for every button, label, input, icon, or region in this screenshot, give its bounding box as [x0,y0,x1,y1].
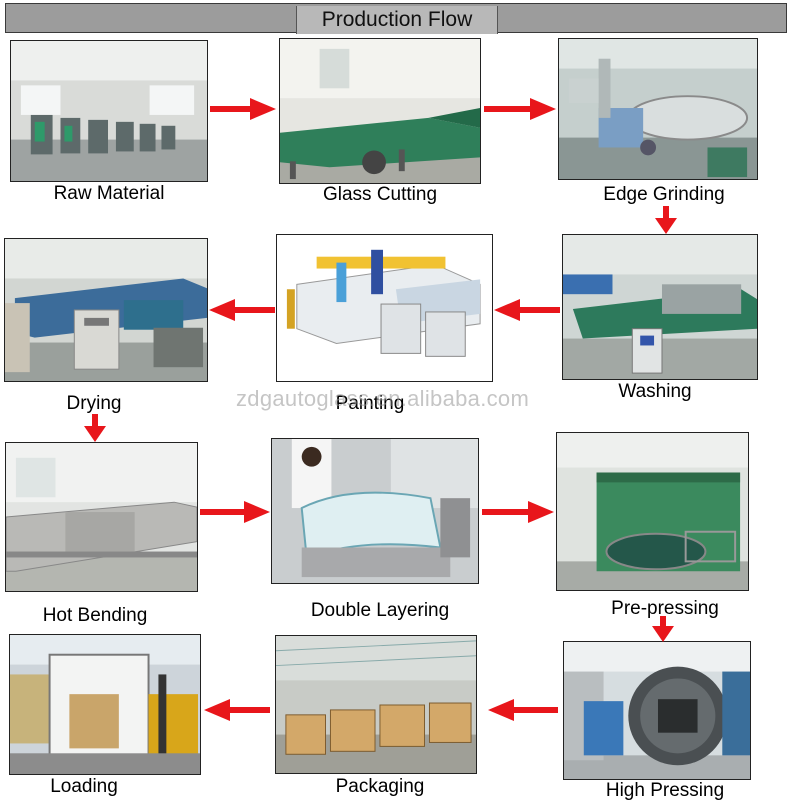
arrow-left-4 [204,699,270,721]
photo-raw-material [10,40,208,182]
diagram-title: Production Flow [296,6,498,34]
arrow-right-3 [200,501,270,523]
arrow-left-2 [209,299,275,321]
photo-washing [562,234,758,380]
arrow-down-2 [84,414,106,442]
step-label-double-layering: Double Layering [310,600,450,621]
arrow-down-1 [655,206,677,234]
step-label-raw-material: Raw Material [53,183,165,204]
step-label-washing: Washing [618,381,692,402]
step-label-glass-cutting: Glass Cutting [322,184,438,205]
step-label-drying: Drying [66,393,122,414]
arrow-left-1 [494,299,560,321]
watermark: zdgautoglass.en.alibaba.com [236,386,530,411]
photo-glass-cutting [279,38,481,184]
step-label-packaging: Packaging [335,776,425,797]
photo-loading [9,634,201,775]
photo-high-pressing [563,641,751,780]
arrow-right-2 [484,98,556,120]
step-label-painting: Painting [335,393,405,414]
photo-drying [4,238,208,382]
step-label-loading: Loading [50,776,118,797]
photo-hot-bending [5,442,198,592]
photo-double-layering [271,438,479,584]
step-label-high-pressing: High Pressing [605,780,725,801]
photo-pre-pressing [556,432,749,591]
step-label-hot-bending: Hot Bending [42,605,148,626]
arrow-left-3 [488,699,558,721]
photo-edge-grinding [558,38,758,180]
header-bar: Production Flow [5,3,787,34]
arrow-right-1 [210,98,276,120]
step-label-pre-pressing: Pre-pressing [611,598,719,619]
photo-packaging [275,635,477,774]
step-label-edge-grinding: Edge Grinding [603,184,725,205]
photo-painting [276,234,493,382]
arrow-right-4 [482,501,554,523]
arrow-down-3 [652,616,674,642]
